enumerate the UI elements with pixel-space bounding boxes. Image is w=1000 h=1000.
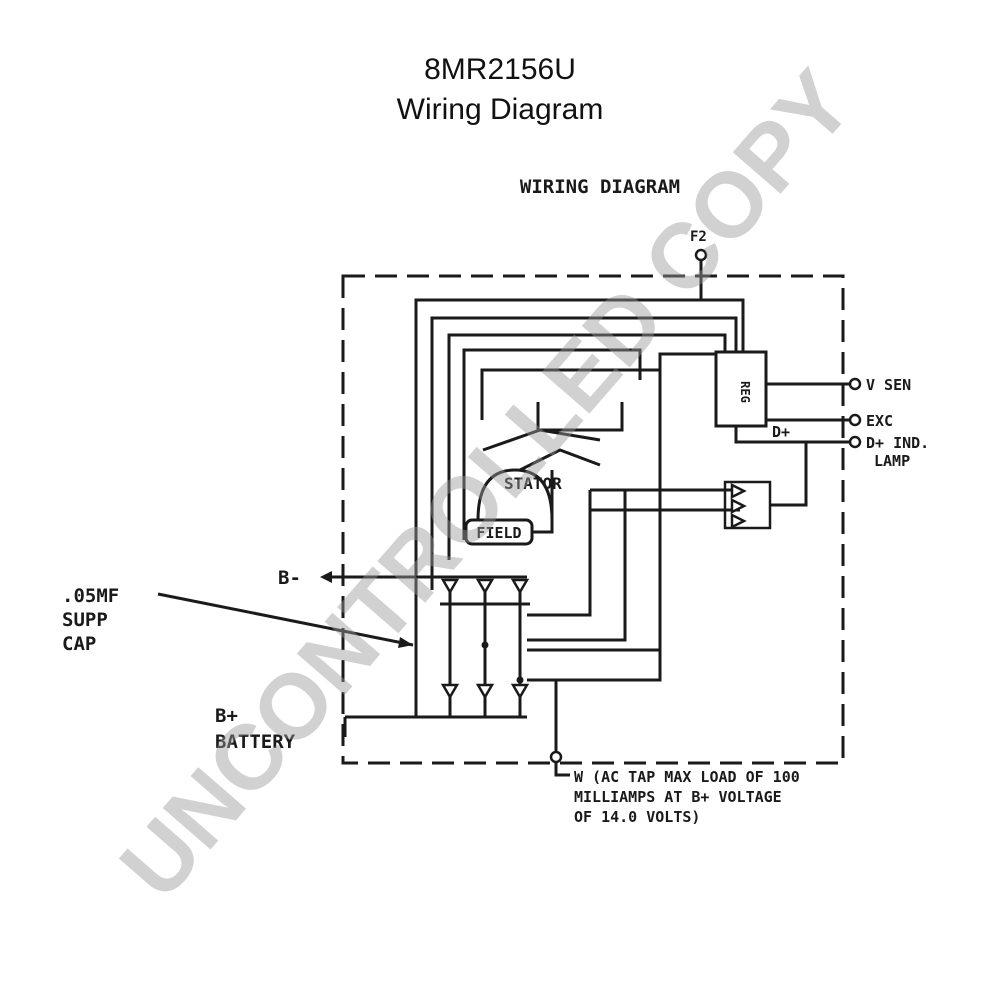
- b-minus-label: B-: [278, 567, 301, 589]
- d-plus-label: D+: [772, 423, 790, 441]
- battery-label: BATTERY: [215, 731, 296, 753]
- w-tap-lead: [554, 762, 570, 777]
- cap-leader-line: [157, 592, 414, 647]
- phase-drop-2: [527, 490, 627, 642]
- part-number-title: 8MR2156U: [424, 53, 576, 86]
- phase-drop-1: [527, 490, 592, 617]
- d-plus-ind-terminal: [848, 435, 862, 449]
- cap-supp-label: SUPP: [62, 609, 108, 631]
- stator-arc: [476, 468, 554, 521]
- wire-loop-4: [527, 352, 718, 652]
- regulator-label: REG: [738, 381, 752, 403]
- pos-diode-1: [440, 683, 460, 700]
- exc-terminal: [848, 413, 862, 427]
- diagram-subtitle: Wiring Diagram: [396, 93, 604, 126]
- neg-diode-1: [440, 578, 460, 595]
- phase-drop-3: [527, 510, 662, 682]
- wire-loop-outer: [414, 298, 745, 717]
- stator-winding-b: [519, 448, 601, 472]
- w-tap-label-3: OF 14.0 VOLTS): [574, 808, 700, 826]
- alternator-housing-outline: [341, 274, 845, 765]
- exciter-diode-3: [730, 512, 747, 530]
- b-minus-terminal: [320, 571, 332, 583]
- pos-diode-2: [475, 683, 495, 700]
- junction-dot-2: [516, 676, 524, 684]
- w-tap-label: W (AC TAP MAX LOAD OF 100: [574, 768, 800, 786]
- cap-value-label: .05MF: [62, 585, 119, 607]
- exc-label: EXC: [866, 412, 893, 430]
- field-lead: [532, 470, 554, 534]
- v-sen-terminal: [848, 377, 862, 391]
- wire-loop-5: [480, 368, 660, 420]
- stator-frame: [536, 402, 624, 432]
- wire-loop-2: [430, 316, 738, 590]
- pos-diode-3: [510, 683, 530, 700]
- wire-loop-6: [462, 348, 642, 540]
- neg-diode-3: [510, 578, 530, 595]
- lamp-label: LAMP: [874, 452, 910, 470]
- wire-loop-3: [447, 333, 727, 560]
- exciter-diode-1: [730, 482, 747, 500]
- junction-dot-1: [481, 641, 489, 649]
- exciter-diode-2: [730, 497, 747, 515]
- b-plus-label: B+: [215, 705, 238, 727]
- neg-diode-2: [475, 578, 495, 595]
- diagram-heading: WIRING DIAGRAM: [520, 176, 680, 198]
- d-plus-wire: [734, 426, 850, 444]
- diode-trio-output: [770, 442, 808, 507]
- d-plus-ind-label: D+ IND.: [866, 434, 929, 452]
- stator-winding-a: [482, 428, 601, 452]
- stator-label: STATOR: [504, 474, 562, 493]
- w-tap-label-2: MILLIAMPS AT B+ VOLTAGE: [574, 788, 782, 806]
- cap-leader-arrow: [398, 637, 413, 648]
- regulator-block: [714, 350, 768, 428]
- f2-label: F2: [690, 229, 707, 245]
- field-label: FIELD: [476, 524, 521, 542]
- w-terminal: [549, 750, 563, 764]
- w-tap-wire: [527, 678, 558, 752]
- cap-label: CAP: [62, 633, 96, 655]
- v-sen-label: V SEN: [866, 376, 911, 394]
